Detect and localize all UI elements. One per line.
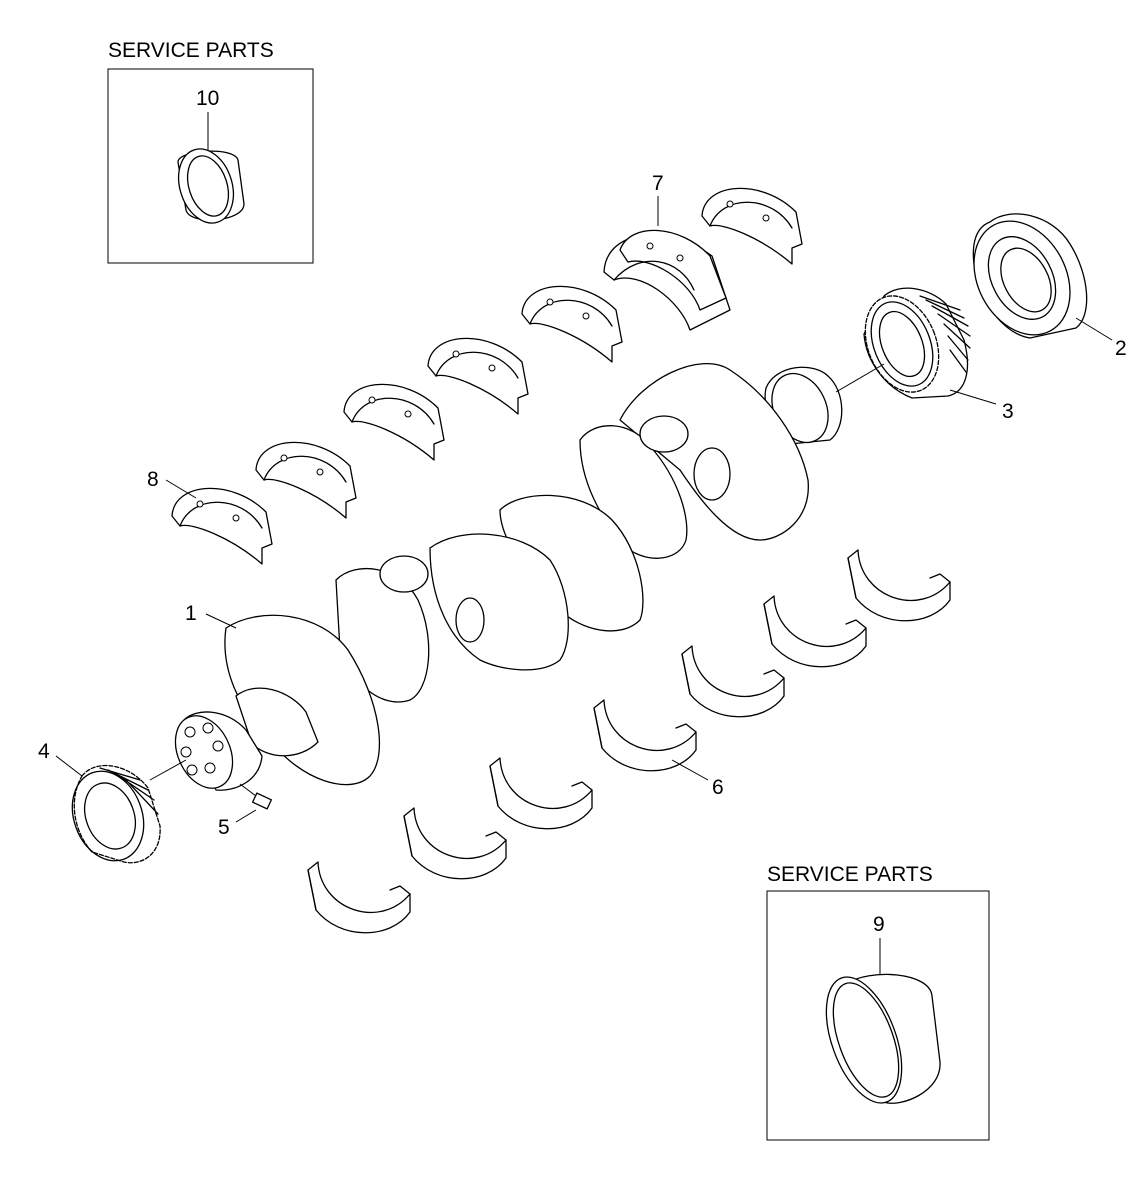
crankshaft (174, 363, 885, 791)
wear-sleeve-10 (177, 148, 245, 224)
rear-gear (863, 287, 971, 399)
lower-bearing-shells (307, 549, 951, 934)
rear-oil-seal (972, 213, 1088, 339)
wear-sleeve-9 (825, 973, 941, 1104)
front-gear (71, 759, 187, 864)
callout-10: 10 (196, 87, 219, 110)
service-parts-box-top: SERVICE PARTS 10 (107, 39, 314, 264)
callout-7: 7 (652, 172, 664, 195)
thrust-bearing (603, 229, 731, 331)
callout-9: 9 (873, 913, 885, 936)
callout-5: 5 (218, 816, 230, 839)
service-parts-title-bottom: SERVICE PARTS (767, 863, 933, 886)
callout-8: 8 (147, 468, 159, 491)
callout-3: 3 (1002, 400, 1014, 423)
service-parts-title-top: SERVICE PARTS (108, 39, 274, 62)
callout-2: 2 (1115, 337, 1127, 360)
dowel-pin (239, 783, 273, 810)
callout-6: 6 (712, 776, 724, 799)
upper-bearing-shells (171, 187, 803, 565)
callout-4: 4 (38, 740, 50, 763)
service-parts-box-bottom: SERVICE PARTS 9 (766, 863, 990, 1141)
callout-1: 1 (185, 602, 197, 625)
